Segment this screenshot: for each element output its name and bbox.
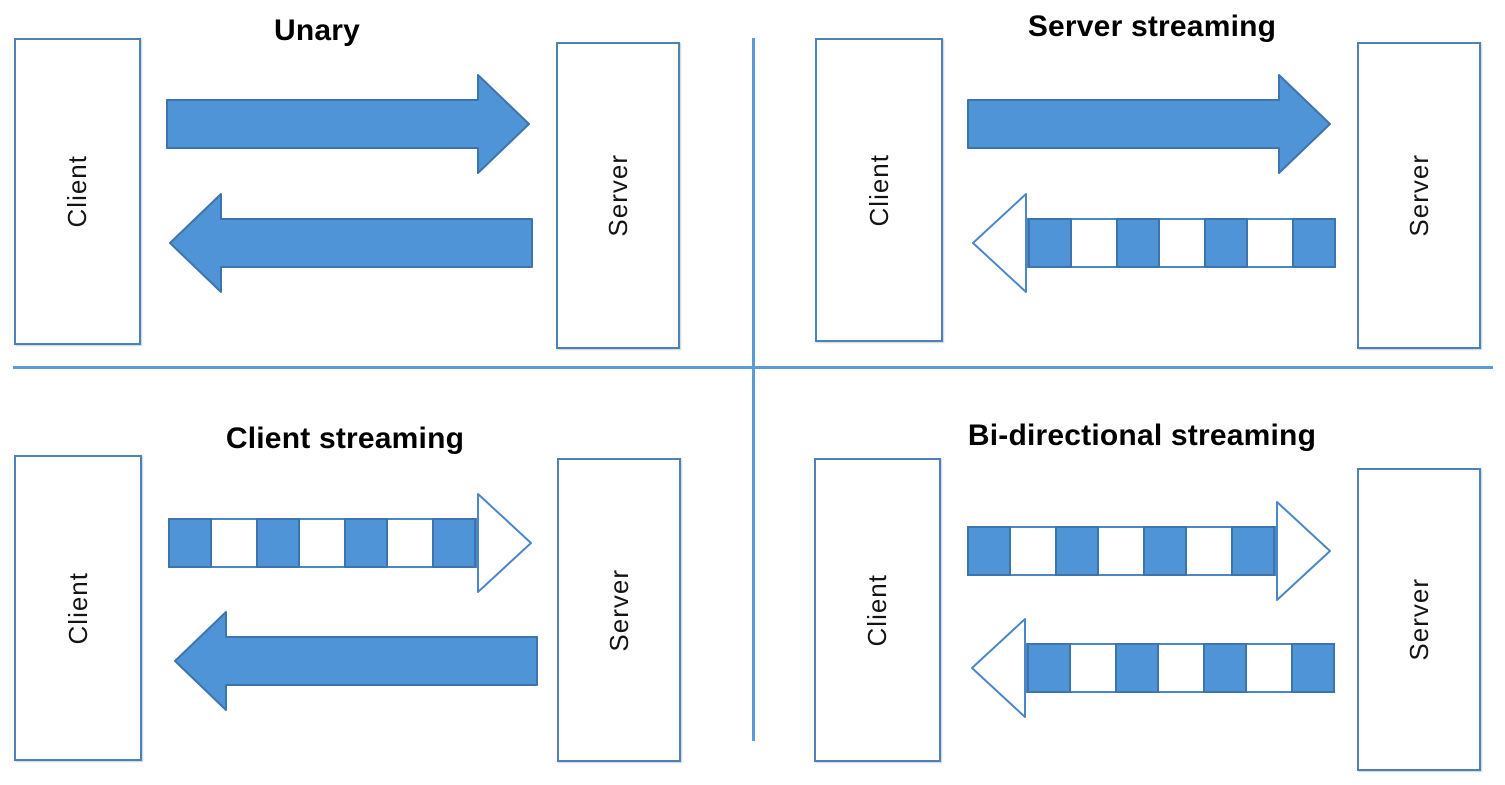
quadrant-server-streaming: Server streaming Client Server <box>753 0 1505 367</box>
server-box: Server <box>1357 42 1481 349</box>
arrow-solid-left-icon <box>168 192 533 294</box>
arrow-solid-left-icon <box>173 610 538 712</box>
arrow-segmented-right-icon <box>168 492 533 594</box>
server-box: Server <box>556 42 680 349</box>
arrow-solid-right-icon <box>967 73 1332 175</box>
client-label: Client <box>62 155 92 228</box>
quadrant-title: Server streaming <box>1027 10 1277 43</box>
client-label: Client <box>62 571 93 645</box>
arrow-segmented-right-icon <box>967 500 1332 602</box>
client-box: Client <box>814 458 941 762</box>
quadrant-bidirectional: Bi-directional streaming Client Server <box>753 367 1505 785</box>
arrow-solid-right-icon <box>166 73 531 175</box>
server-label: Server <box>603 568 634 652</box>
client-box: Client <box>14 38 141 345</box>
arrow-segmented-left-icon <box>970 617 1335 719</box>
server-box: Server <box>557 458 681 762</box>
client-box: Client <box>815 38 943 342</box>
quadrant-client-streaming: Client streaming Client Server <box>0 367 753 785</box>
server-box: Server <box>1357 468 1481 771</box>
quadrant-unary: Unary Client Server <box>0 0 753 367</box>
client-box: Client <box>14 455 142 761</box>
arrow-segmented-left-icon <box>971 192 1336 294</box>
server-label: Server <box>602 154 633 237</box>
quadrant-title: Bi-directional streaming <box>967 419 1317 452</box>
quadrant-title: Client streaming <box>225 422 465 455</box>
quadrant-title: Unary <box>273 14 361 47</box>
client-label: Client <box>862 573 892 647</box>
vertical-divider <box>752 38 755 741</box>
server-label: Server <box>1403 154 1434 237</box>
server-label: Server <box>1403 578 1434 661</box>
client-label: Client <box>863 153 894 227</box>
